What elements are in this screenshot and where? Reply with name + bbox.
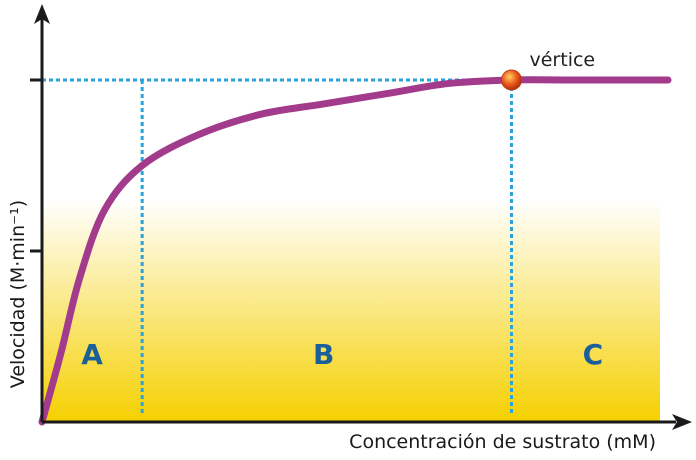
vertex-annotation-label: vértice [530, 49, 596, 71]
yellow-gradient-background [42, 200, 660, 422]
reference-lines [42, 78, 513, 416]
annotation-layer: vértice [501, 49, 596, 91]
region-label-c: C [583, 338, 604, 371]
labels: Concentración de sustrato (mM) Velocidad… [7, 200, 656, 453]
vertex-marker [501, 69, 522, 91]
axes [30, 4, 692, 430]
region-labels: A B C [81, 338, 603, 371]
region-label-a: A [81, 338, 103, 371]
y-axis-label: Velocidad (M·min⁻¹) [7, 200, 29, 388]
y-axis-arrow-icon [34, 4, 50, 24]
region-label-b: B [313, 338, 334, 371]
x-axis-label: Concentración de sustrato (mM) [349, 431, 656, 453]
x-axis-arrow-icon [672, 414, 692, 430]
